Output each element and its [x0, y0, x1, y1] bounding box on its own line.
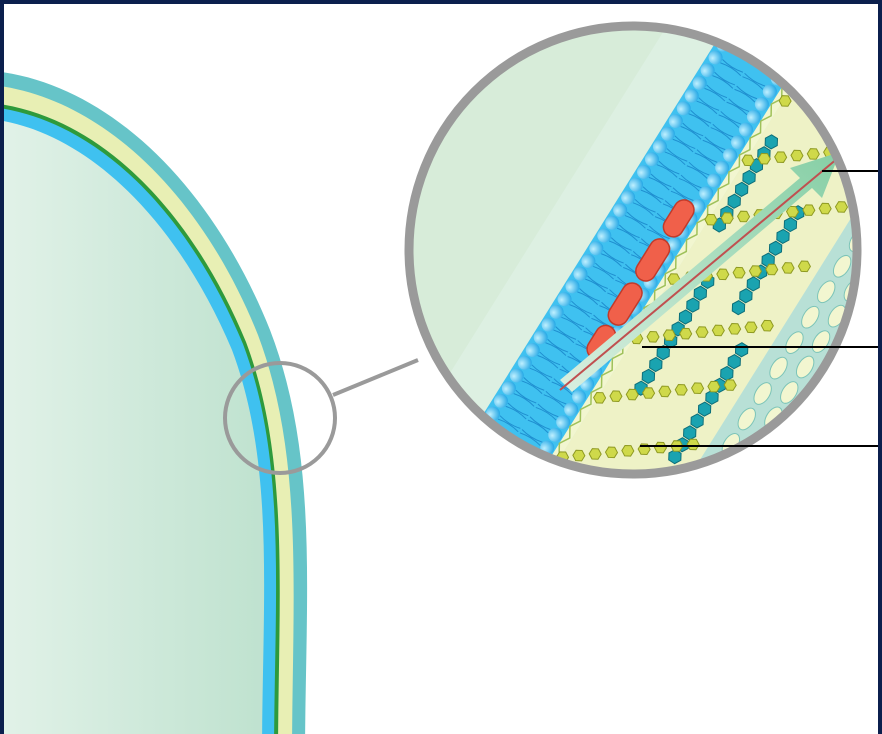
cell-envelope-diagram	[0, 0, 882, 734]
diagram-stage	[0, 0, 882, 734]
